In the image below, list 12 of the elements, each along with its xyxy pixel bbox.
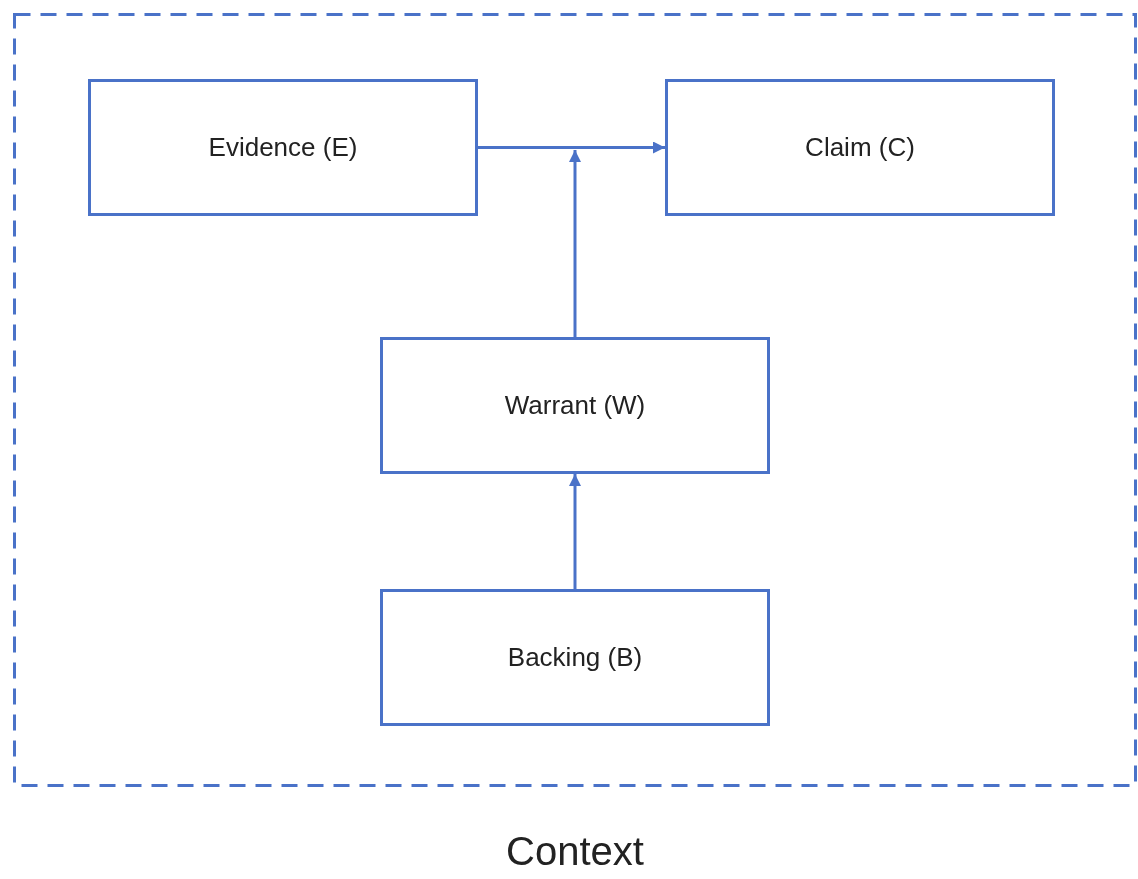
process-box xyxy=(88,79,478,216)
process-box xyxy=(380,337,770,474)
node-label: Warrant (W) xyxy=(504,390,646,421)
arrow xyxy=(569,474,581,589)
group-title: Context xyxy=(506,829,644,874)
node-label: Evidence (E) xyxy=(208,132,358,163)
node-label: Claim (C) xyxy=(805,132,915,163)
arrow xyxy=(478,141,665,154)
process-box xyxy=(665,79,1055,216)
process-box xyxy=(380,589,770,726)
arrow xyxy=(569,150,581,337)
node-label: Backing (B) xyxy=(507,642,643,673)
